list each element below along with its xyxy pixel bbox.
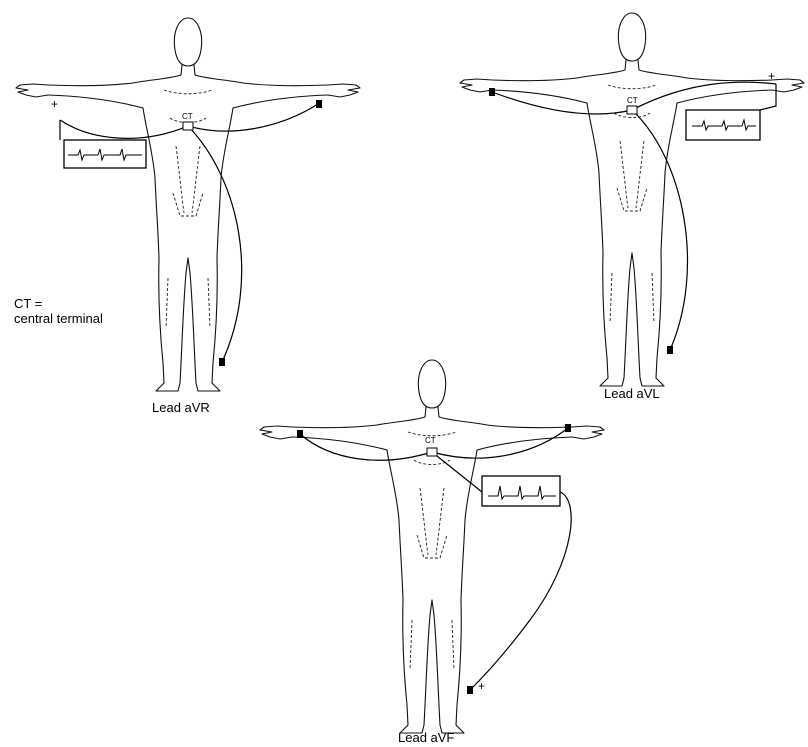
body-silhouette xyxy=(260,360,604,733)
lead-label: Lead aVF xyxy=(398,730,454,745)
body-contour-lines xyxy=(608,85,656,323)
left-leg-wire xyxy=(470,492,571,690)
ct-label: CT xyxy=(182,112,193,121)
positive-sign: + xyxy=(768,69,775,83)
right-arm-electrode xyxy=(489,88,495,96)
body-contour-lines xyxy=(408,432,456,670)
lead-label: Lead aVL xyxy=(604,386,660,401)
ct-label: CT xyxy=(627,96,638,105)
left-leg-wire xyxy=(188,126,242,362)
body-silhouette xyxy=(460,13,804,386)
figure-lead-avf: CT + Lead aVF xyxy=(260,360,604,745)
left-arm-wire xyxy=(432,428,568,458)
right-arm-wire xyxy=(300,434,432,460)
legend-line-1: CT = xyxy=(14,296,42,311)
lead-label: Lead aVR xyxy=(152,400,210,415)
left-arm-electrode xyxy=(316,100,322,108)
legend-line-2: central terminal xyxy=(14,311,103,326)
right-arm-wire xyxy=(492,92,632,114)
ct-legend: CT = central terminal xyxy=(14,296,103,326)
right-arm-wire xyxy=(60,120,188,138)
left-leg-electrode xyxy=(667,346,673,354)
left-arm-electrode xyxy=(565,424,571,432)
left-arm-wire xyxy=(188,104,318,131)
right-arm-electrode xyxy=(297,430,303,438)
left-leg-electrode xyxy=(219,358,225,366)
positive-sign: + xyxy=(51,97,58,111)
central-terminal-node xyxy=(427,448,437,456)
recorder-lead-wire xyxy=(760,84,776,110)
ct-label: CT xyxy=(425,436,436,445)
left-arm-wire xyxy=(632,82,776,110)
positive-sign: + xyxy=(478,679,485,693)
central-terminal-node xyxy=(627,106,637,114)
ecg-recorder-box xyxy=(686,110,760,140)
figure-lead-avl: CT + Lead aVL xyxy=(460,13,804,401)
body-silhouette xyxy=(16,18,360,391)
left-leg-electrode xyxy=(467,686,473,694)
ecg-recorder-box xyxy=(64,140,146,168)
figure-lead-avr: CT + Lead aVR xyxy=(16,18,360,415)
central-terminal-node xyxy=(183,122,193,130)
